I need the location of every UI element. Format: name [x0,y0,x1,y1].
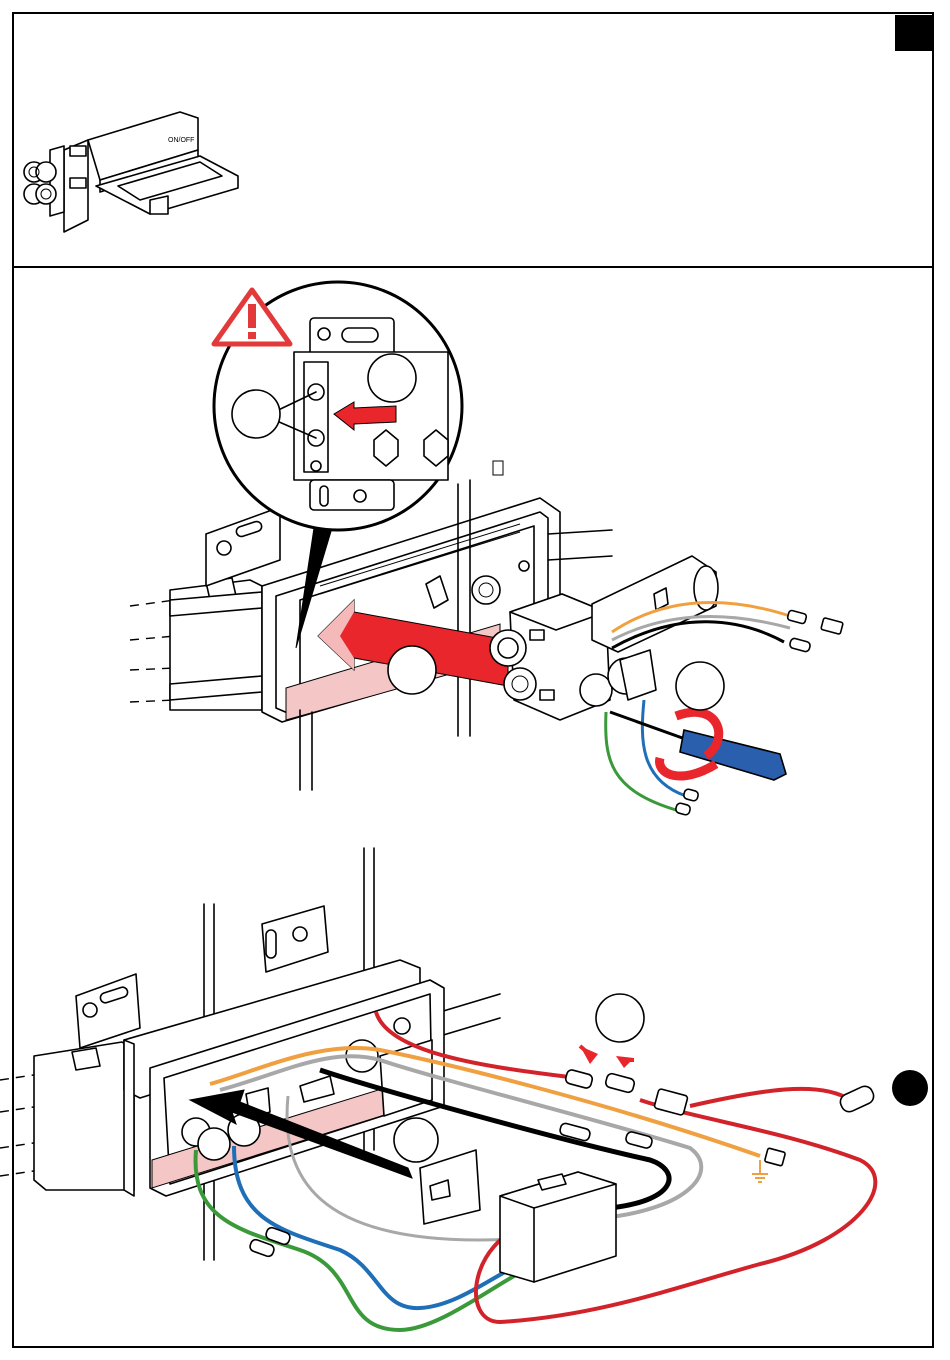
callout-circle-b [368,354,416,402]
panel-removal-illustration [130,282,843,816]
wire-green [606,712,676,810]
ground-symbol-icon [752,1160,768,1182]
black-bullet-marker [892,1070,928,1106]
wire-blue [234,1146,530,1308]
callout-circle-e [394,1118,438,1162]
small-marker-box [493,461,503,475]
callout-circle-a [232,390,280,438]
top-module-illustration: ON/OFF [24,112,238,232]
step-indicator-square [895,15,933,51]
callout-circle-d [676,662,724,710]
callout-circle-f [596,994,644,1042]
callout-circle-c [388,646,436,694]
control-box [500,1172,616,1282]
panel-wiring-illustration [0,848,928,1330]
sticker-icon [420,1150,480,1224]
squeeze-arrows-icon [580,1046,634,1068]
module-onoff-label: ON/OFF [168,137,194,144]
